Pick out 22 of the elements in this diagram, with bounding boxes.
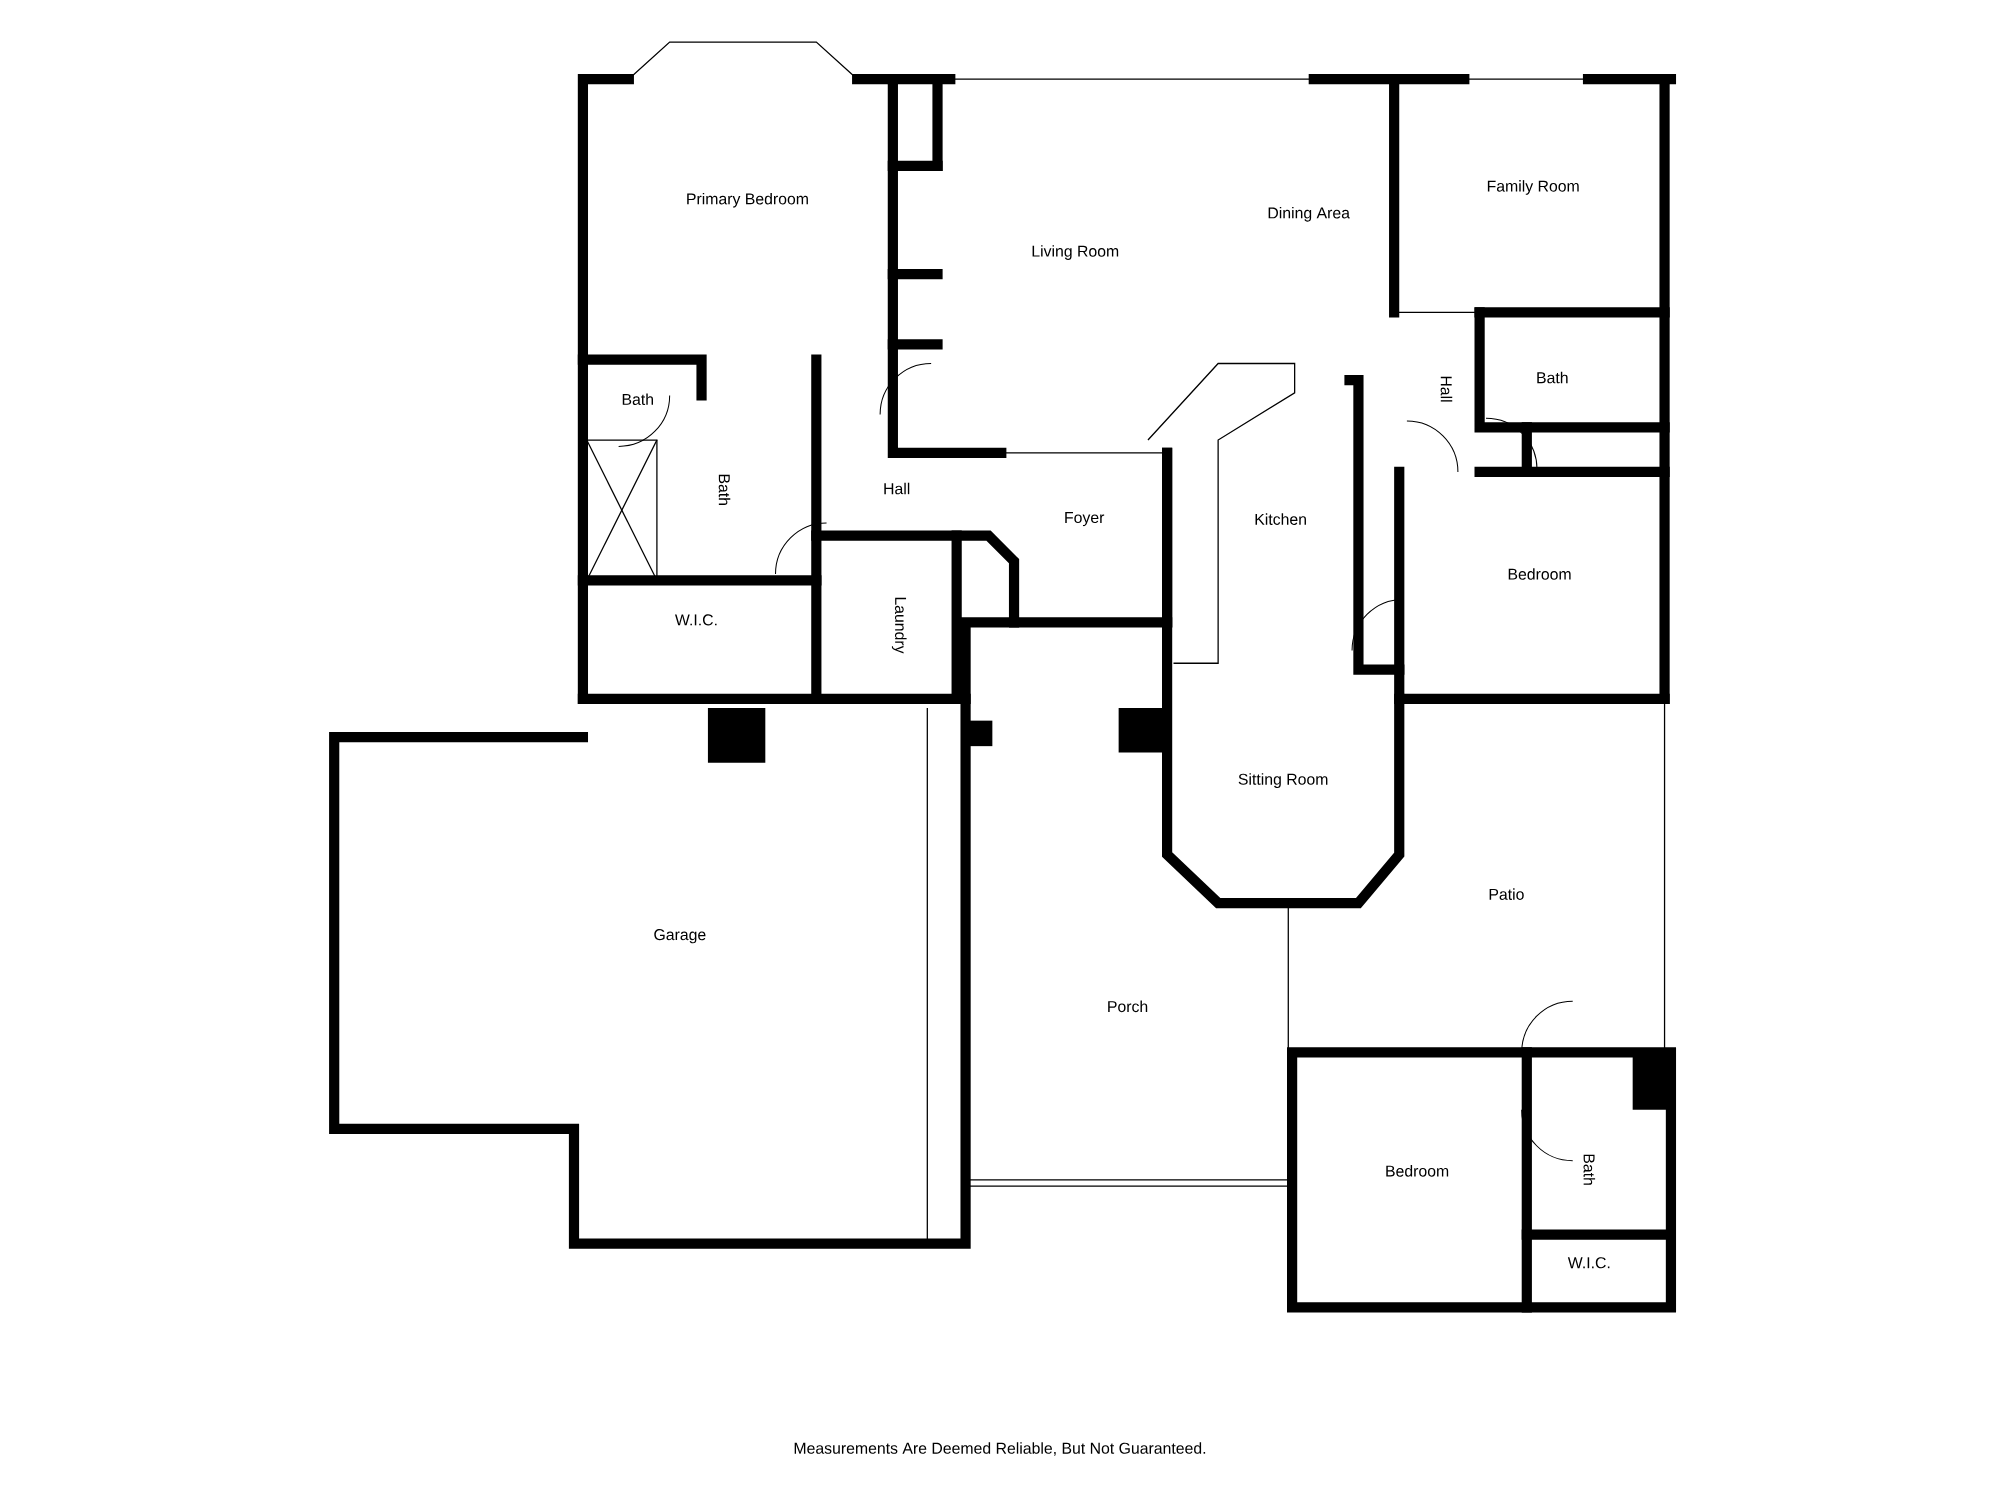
- room-label: Kitchen: [1255, 513, 1306, 525]
- room-label: Porch: [1108, 1000, 1148, 1013]
- room-label: Hall: [884, 482, 910, 495]
- room-label: Patio: [1489, 888, 1524, 900]
- room-label: Hall: [1440, 376, 1453, 402]
- room-label: Dining Area: [1268, 206, 1350, 222]
- room-label: Bedroom: [1508, 568, 1571, 580]
- room-label: Bath: [622, 393, 653, 405]
- room-label: Laundry: [891, 597, 907, 654]
- room-label: Foyer: [1065, 512, 1105, 527]
- room-label: Garage: [654, 929, 706, 944]
- caption: Measurements Are Deemed Reliable, But Not Guaranteed.: [794, 1442, 1206, 1456]
- room-label: Living Room: [1032, 245, 1119, 260]
- room-label: Bedroom: [1386, 1165, 1449, 1177]
- room-label: Bath: [1537, 371, 1568, 384]
- room-label: Bath: [718, 474, 731, 505]
- room-label: Family Room: [1487, 180, 1579, 195]
- room-label: Primary Bedroom: [687, 192, 808, 208]
- room-label: Bath: [1583, 1154, 1596, 1185]
- room-label: Sitting Room: [1238, 773, 1328, 788]
- room-label: W.I.C.: [1567, 1257, 1610, 1269]
- room-label: W.I.C.: [675, 614, 717, 626]
